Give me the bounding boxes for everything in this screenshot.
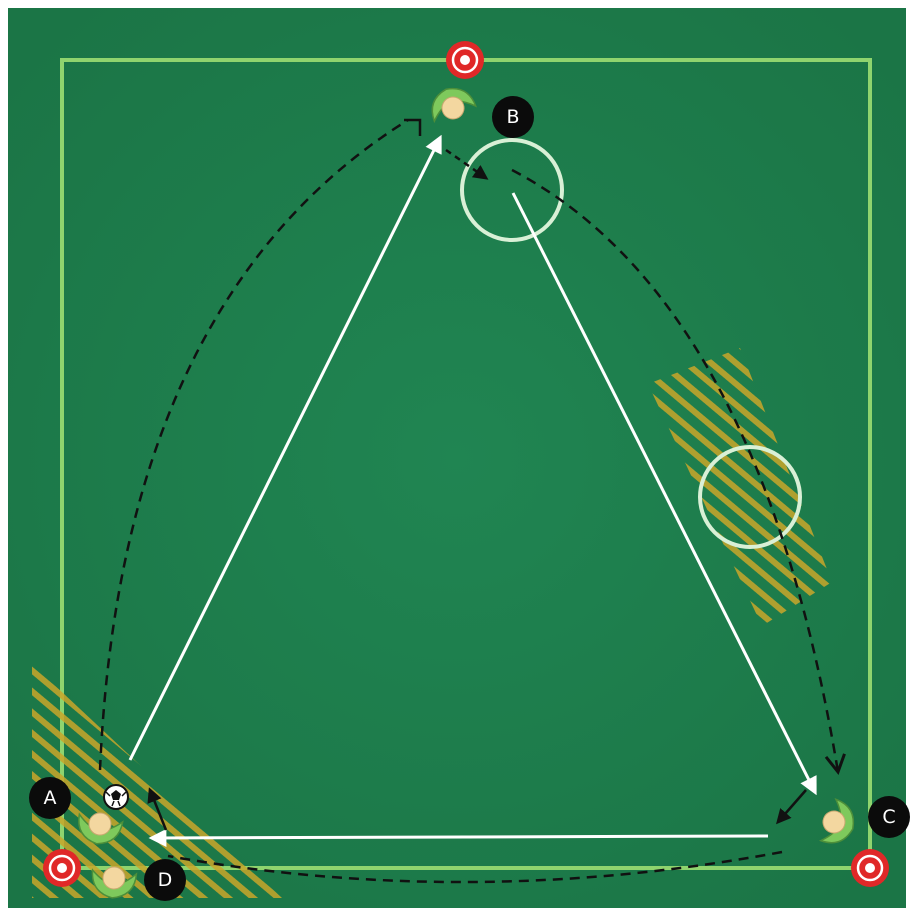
- soccer-ball-icon: [104, 785, 128, 809]
- badge-d-label: D: [158, 869, 173, 891]
- badge-d: D: [144, 859, 186, 901]
- badge-a-label: A: [44, 787, 57, 809]
- badge-c: C: [868, 796, 910, 838]
- badge-c-label: C: [882, 806, 895, 828]
- cone-icon: [446, 41, 484, 79]
- cone-icon: [43, 849, 81, 887]
- badge-a: A: [29, 777, 71, 819]
- cone-icon: [851, 849, 889, 887]
- badge-b: B: [492, 96, 534, 138]
- badge-b-label: B: [506, 106, 519, 128]
- pass-arrow-c-to-a: [152, 836, 768, 838]
